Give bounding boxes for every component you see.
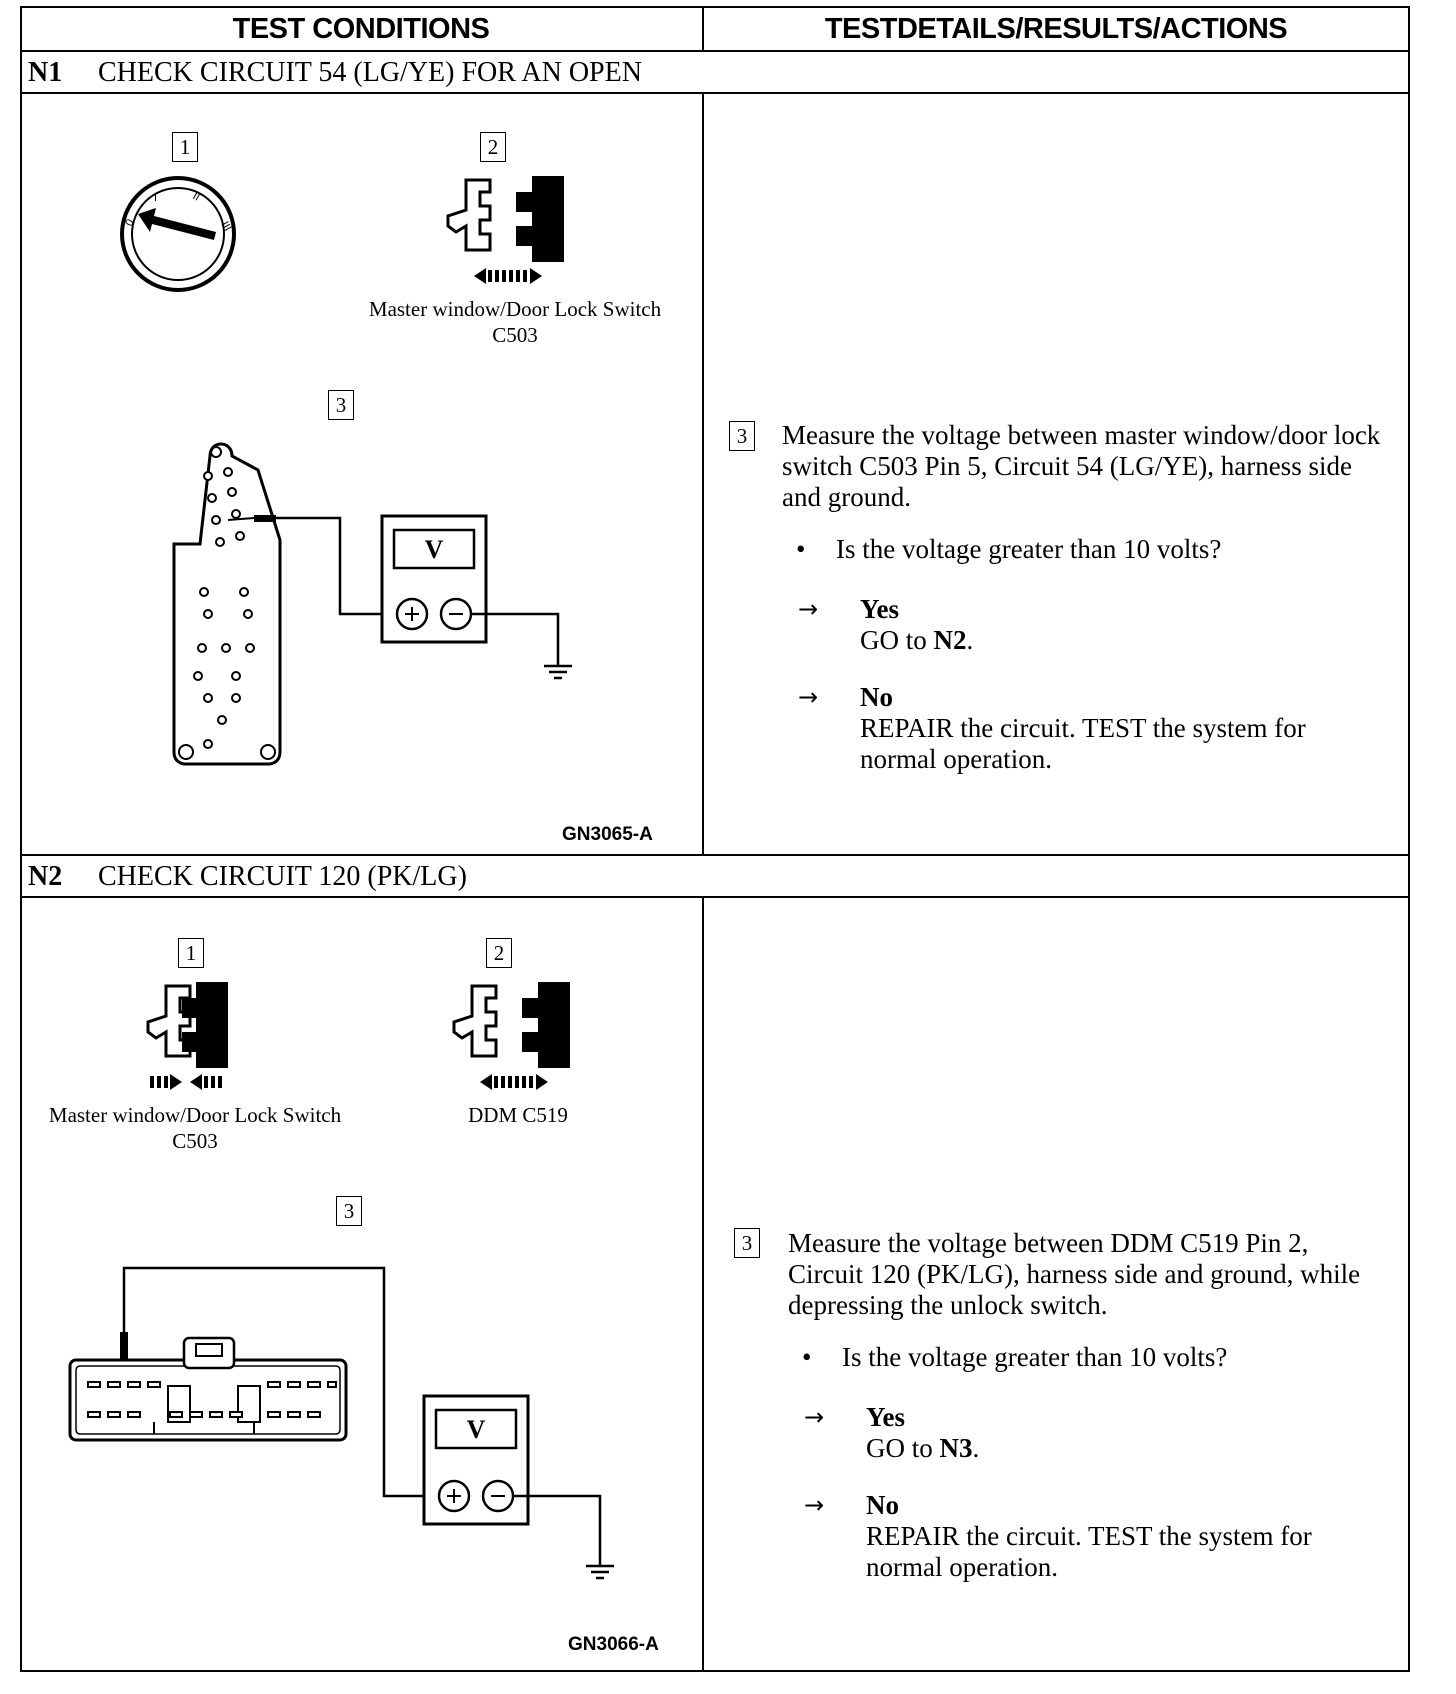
n1-question-row: • Is the voltage greater than 10 volts? — [796, 534, 1376, 565]
n2-detail-callout: 3 — [734, 1228, 760, 1258]
n1-wiring-diagram: V — [172, 442, 572, 766]
n1-detail-callout: 3 — [729, 421, 755, 451]
n2-yes-action-prefix: GO to — [866, 1433, 940, 1463]
n2-figure-id: GN3066-A — [568, 1634, 659, 1655]
svg-text:I: I — [154, 192, 157, 204]
n1-yes-action-prefix: GO to — [860, 625, 934, 655]
connector-connect-icon — [146, 982, 228, 1090]
n1-question: Is the voltage greater than 10 volts? — [836, 534, 1222, 564]
n1-yes-action: GO to N2. — [860, 625, 974, 655]
n2-caption-1: Master window/Door Lock Switch C503 — [30, 1102, 360, 1154]
n2-yes-action-target: N3 — [939, 1433, 973, 1463]
n2-no-label: No — [866, 1490, 899, 1520]
n2-answer-yes: → Yes GO to N3. — [804, 1402, 1394, 1464]
step-n1-title: CHECK CIRCUIT 54 (LG/YE) FOR AN OPEN — [98, 57, 642, 88]
n2-no-action: REPAIR the circuit. TEST the system for … — [866, 1521, 1312, 1582]
svg-text:II: II — [191, 190, 202, 203]
n1-yes-action-target: N2 — [933, 625, 967, 655]
connector-disconnect-icon — [452, 982, 570, 1090]
n1-callout-3: 3 — [328, 390, 354, 420]
n2-wiring-diagram: V — [68, 1266, 614, 1580]
step-n1-id: N1 — [28, 57, 63, 88]
n1-instruction: Measure the voltage between master windo… — [782, 420, 1381, 512]
n1-callout-1: 1 — [172, 132, 198, 162]
n1-bullet: • — [796, 534, 806, 564]
svg-text:0: 0 — [123, 217, 136, 228]
svg-text:III: III — [218, 220, 233, 234]
step-n2-id: N2 — [28, 861, 63, 892]
n2-callout-1: 1 — [178, 938, 204, 968]
n2-question: Is the voltage greater than 10 volts? — [842, 1342, 1228, 1372]
n2-bullet: • — [802, 1342, 812, 1372]
n1-yes-label: Yes — [860, 594, 899, 624]
n1-meter-label: V — [425, 535, 444, 564]
test-procedure-table: TEST CONDITIONS TESTDETAILS/RESULTS/ACTI… — [20, 6, 1410, 1672]
n1-caption-line1: Master window/Door Lock Switch — [368, 297, 662, 321]
header-test-conditions: TEST CONDITIONS — [232, 12, 490, 45]
n1-no-label: No — [860, 682, 893, 712]
n1-caption: Master window/Door Lock Switch C503 — [350, 296, 680, 348]
n2-question-row: • Is the voltage greater than 10 volts? — [802, 1342, 1382, 1373]
n1-caption-line2: C503 — [492, 323, 538, 347]
n2-yes-label: Yes — [866, 1402, 905, 1432]
n2-answer-no: → No REPAIR the circuit. TEST the system… — [804, 1490, 1394, 1583]
n1-yes-arrow-icon: → — [798, 595, 819, 623]
n2-caption1-line1: Master window/Door Lock Switch — [48, 1103, 342, 1127]
n2-instruction: Measure the voltage between DDM C519 Pin… — [788, 1228, 1361, 1320]
n1-answer-yes: → Yes GO to N2. — [798, 594, 1388, 656]
step-n1-title-row: N1 CHECK CIRCUIT 54 (LG/YE) FOR AN OPEN — [20, 52, 1408, 94]
n1-figure-id: GN3065-A — [562, 824, 653, 845]
header-test-details: TESTDETAILS/RESULTS/ACTIONS — [824, 12, 1288, 45]
n2-caption-2: DDM C519 — [468, 1103, 568, 1127]
n2-yes-action: GO to N3. — [866, 1433, 980, 1463]
n2-caption1-line2: C503 — [172, 1129, 218, 1153]
n2-callout-3: 3 — [336, 1196, 362, 1226]
n1-answer-no: → No REPAIR the circuit. TEST the system… — [798, 682, 1388, 775]
n2-no-arrow-icon: → — [804, 1491, 825, 1519]
ignition-switch-icon: 0 I II III — [120, 176, 236, 292]
n2-meter-label: V — [467, 1415, 486, 1444]
step-n2-title: CHECK CIRCUIT 120 (PK/LG) — [98, 861, 467, 892]
n1-callout-2: 2 — [480, 132, 506, 162]
n2-yes-arrow-icon: → — [804, 1403, 825, 1431]
n1-no-arrow-icon: → — [798, 683, 819, 711]
step-n2-title-row: N2 CHECK CIRCUIT 120 (PK/LG) — [20, 856, 1408, 898]
n2-callout-2: 2 — [486, 938, 512, 968]
connector-disconnect-icon — [446, 176, 564, 284]
n1-no-action: REPAIR the circuit. TEST the system for … — [860, 713, 1306, 774]
